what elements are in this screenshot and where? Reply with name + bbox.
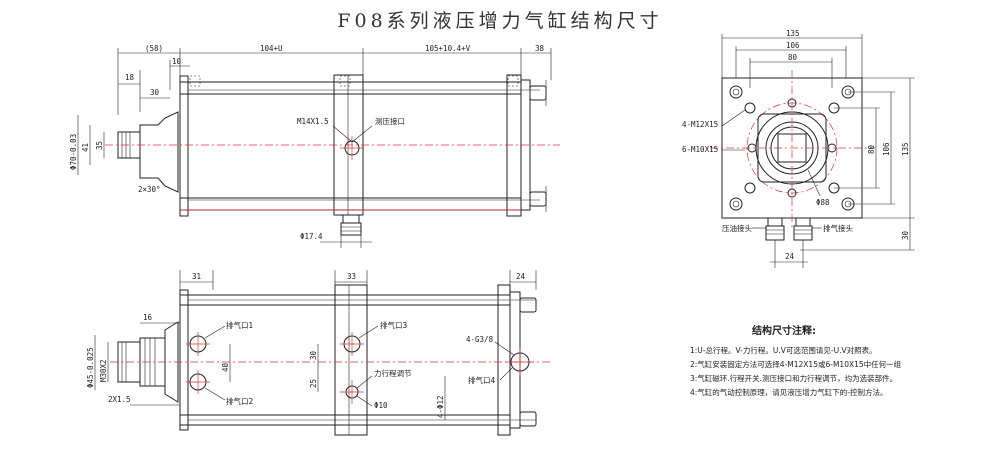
force-stroke-adjust: 力行程调节 (374, 368, 412, 378)
dim-phi88: Φ88 (816, 198, 830, 207)
side-view: 135 106 80 4-M12X15 6-M10X15 (682, 29, 915, 268)
notes-title: 结构尺寸注释: (752, 326, 816, 337)
note-3: 3:气缸磁环.行程开关.测压接口和力行程调节，均为选装部件。 (690, 374, 898, 383)
dim-24-side: 24 (785, 252, 795, 261)
dim-phi70: Φ70-0.03 (69, 134, 78, 170)
note-1: 1:U-总行程。V-力行程。U.V可选范围请见-U.V对照表。 (690, 346, 877, 355)
dim-106-top: 106 (786, 41, 800, 50)
holes-m12: 4-M12X15 (682, 120, 718, 129)
dim-25: 25 (309, 379, 318, 388)
dim-33: 33 (347, 272, 356, 281)
exhaust-port-1: 排气口1 (226, 320, 253, 330)
dim-31: 31 (192, 272, 201, 281)
pressure-oil-joint: 压油接头 (722, 223, 752, 233)
dim-2x15: 2X1.5 (108, 395, 131, 404)
front-view: (58) 104+U 105+10.4+V 38 10 18 30 Φ70-0.… (69, 44, 560, 248)
dim-135-top: 135 (786, 29, 800, 38)
chamfer-2x30: 2×30° (138, 185, 161, 194)
note-4: 4:气缸的气动控制原理，请见液压增力气缸下的-控制方法。 (690, 388, 888, 397)
dim-80-top: 80 (788, 53, 798, 62)
exhaust-port-3: 排气口3 (380, 320, 407, 330)
dim-58: (58) (145, 44, 163, 53)
structure-notes: 结构尺寸注释: 1:U-总行程。V-力行程。U.V可选范围请见-U.V对照表。 … (690, 322, 990, 401)
exhaust-joint: 排气接头 (823, 223, 853, 233)
dim-m30: M30X2 (99, 359, 108, 382)
pressure-port-label: 测压接口 (375, 116, 405, 126)
port-m14-label: M14X1.5 (297, 117, 329, 126)
dim-105v: 105+10.4+V (425, 44, 471, 53)
dim-35: 35 (95, 141, 104, 150)
dim-16: 16 (143, 313, 153, 322)
dim-104u: 104+U (260, 44, 283, 53)
holes-m10: 6-M10X15 (682, 145, 718, 154)
dim-24: 24 (516, 272, 526, 281)
dim-4phi12: 4-Φ12 (436, 395, 445, 418)
dim-phi10: Φ10 (374, 401, 388, 410)
dim-135-right: 135 (901, 142, 910, 156)
dim-10: 10 (172, 57, 182, 66)
dim-41: 41 (81, 143, 90, 152)
note-2: 2:气缸安装固定方法可选择4-M12X15或6-M10X15中任何一组 (690, 360, 902, 369)
dim-30v: 30 (309, 350, 318, 360)
dim-40: 40 (221, 362, 230, 372)
exhaust-port-4: 排气口4 (468, 375, 495, 385)
dim-phi17: Φ17.4 (300, 232, 323, 241)
dim-30: 30 (150, 88, 160, 97)
dim-106-right: 106 (882, 142, 891, 156)
dim-phi45: Φ45-0.025 (86, 347, 95, 388)
dim-80-right: 80 (867, 144, 876, 154)
thread-g38: 4-G3/8 (466, 335, 494, 344)
exhaust-port-2: 排气口2 (226, 396, 253, 406)
dim-38: 38 (535, 44, 545, 53)
dim-18: 18 (125, 73, 135, 82)
dim-30-right: 30 (901, 230, 910, 240)
drawing-title: F08系列液压增力气缸结构尺寸 (337, 10, 663, 32)
bottom-view: 31 33 24 16 Φ45-0.025 M30X2 2X1.5 (86, 270, 550, 436)
